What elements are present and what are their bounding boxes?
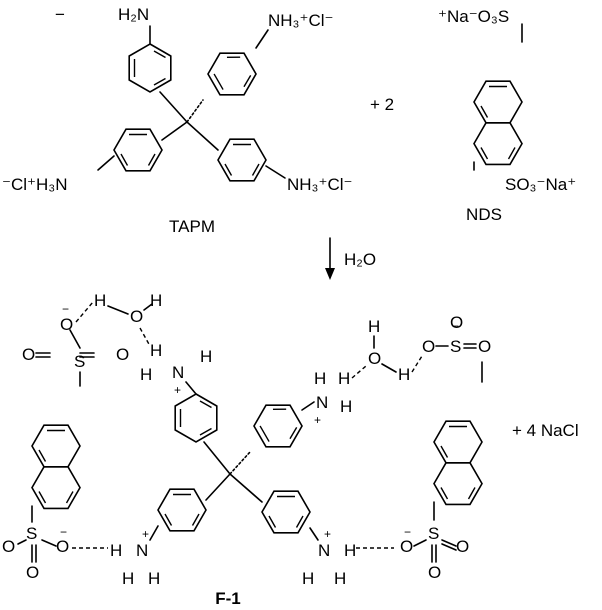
tapm-ring-bottom-left [113, 128, 163, 172]
f1-nh3-top-left-plus: + [174, 383, 181, 397]
f1-nh3-top-right-h3: H [338, 369, 350, 388]
f1-left-s-bottom: S [26, 524, 37, 543]
f1-left-minus-bottom: − [60, 525, 67, 539]
f1-water-right-h1: H [368, 317, 380, 336]
f1-nh3-bottom-left-h1: H [110, 541, 122, 560]
coefficient-label: + 2 [370, 95, 394, 114]
f1-ring-top-right [247, 394, 309, 458]
tapm-ring-top-right [201, 42, 263, 106]
f1-right-o-bottom-down: O [428, 563, 441, 582]
f1-right-o-right: O [478, 337, 491, 356]
f1-nh3-top-left-h3: H [200, 347, 212, 366]
f1-water-left-o: O [130, 307, 143, 326]
f1-right-o-anion-bottom: O [400, 537, 413, 556]
tapm-ring-top-left [128, 43, 172, 93]
f1-nh3-top-right-plus: + [314, 413, 321, 427]
f1-nh3-top-left-h2: H [140, 365, 152, 384]
f1-nh3-bottom-right-h2: H [302, 569, 314, 588]
f1-right-s-top: S [450, 337, 461, 356]
f1-nh3-bottom-left-n: N [136, 541, 148, 560]
f1-right-naphthalene [433, 420, 483, 506]
tapm-ammonium-top-right: NH₃⁺Cl⁻ [268, 11, 333, 30]
f1-nh3-top-left-n: N [172, 363, 184, 382]
nds-label: NDS [466, 205, 502, 224]
f1-nh3-bottom-left-h2: H [122, 569, 134, 588]
f1-product: S O O O − S O O O − H O H H H N [2, 291, 491, 608]
f1-nh3-top-left-h1: H [150, 341, 162, 360]
byproduct-label: + 4 NaCl [512, 421, 579, 440]
f1-nh3-bottom-right-h3: H [334, 569, 346, 588]
f1-right-minus-bottom: − [404, 525, 411, 539]
f1-nh3-bottom-left-h3: H [148, 569, 160, 588]
tapm-ring-bottom-right [217, 138, 267, 182]
f1-left-minus-top: − [62, 302, 69, 316]
nds-sulfonate-top: ⁺Na⁻O₃S [438, 7, 509, 26]
tapm-amine-top-left: H₂N [118, 5, 149, 24]
f1-left-o-bottom-down: O [26, 563, 39, 582]
f1-nh3-top-right-n: N [316, 393, 328, 412]
f1-left-o-top-left: O [22, 345, 35, 364]
f1-label: F-1 [215, 589, 241, 608]
tapm-molecule: H₂N NH₃⁺Cl⁻ ⁻Cl⁺H₃N NH₃⁺Cl⁻ − TAPM [2, 5, 352, 236]
f1-ring-bottom-left [157, 488, 207, 532]
tapm-ammonium-bottom-left: ⁻Cl⁺H₃N [2, 175, 67, 194]
f1-water-left-h2: H [150, 291, 162, 310]
f1-ring-bottom-right [261, 490, 311, 534]
f1-right-minus-top: − [452, 319, 459, 333]
tapm-label: TAPM [169, 217, 215, 236]
f1-water-right-h2: H [398, 365, 410, 384]
f1-left-naphthalene [31, 424, 81, 510]
f1-nh3-bottom-right-plus: + [324, 527, 331, 541]
f1-nh3-bottom-right-n: N [318, 541, 330, 560]
f1-water-right-o: O [368, 349, 381, 368]
f1-nh3-bottom-left-plus: + [142, 527, 149, 541]
f1-left-o-top-right: O [116, 345, 129, 364]
f1-nh3-top-right-h1: H [314, 369, 326, 388]
f1-left-o-anion-top: O [60, 315, 73, 334]
f1-left-s-top: S [74, 352, 85, 371]
nds-naphthalene-core [473, 80, 523, 166]
f1-right-o-up: O [450, 313, 463, 332]
nds-sulfonate-bottom: SO₃⁻Na⁺ [505, 175, 576, 194]
nds-molecule: ⁺Na⁻O₃S SO₃⁻Na⁺ NDS [438, 7, 576, 224]
f1-right-s-bottom: S [428, 524, 439, 543]
f1-right-o-anion-top: O [422, 337, 435, 356]
f1-ring-top-left [174, 393, 218, 443]
f1-right-o-bottom-right: O [456, 537, 469, 556]
f1-left-o-anion-bottom: O [56, 537, 69, 556]
f1-nh3-top-right-h2: H [340, 397, 352, 416]
f1-water-left-h1: H [94, 291, 106, 310]
f1-nh3-bottom-right-h1: H [344, 541, 356, 560]
f1-left-o-bottom-left: O [2, 537, 15, 556]
reaction-arrow [325, 237, 335, 280]
reagent-label: H₂O [344, 250, 376, 269]
tapm-extra-counterion: − [55, 5, 65, 24]
tapm-ammonium-bottom-right: NH₃⁺Cl⁻ [287, 175, 352, 194]
